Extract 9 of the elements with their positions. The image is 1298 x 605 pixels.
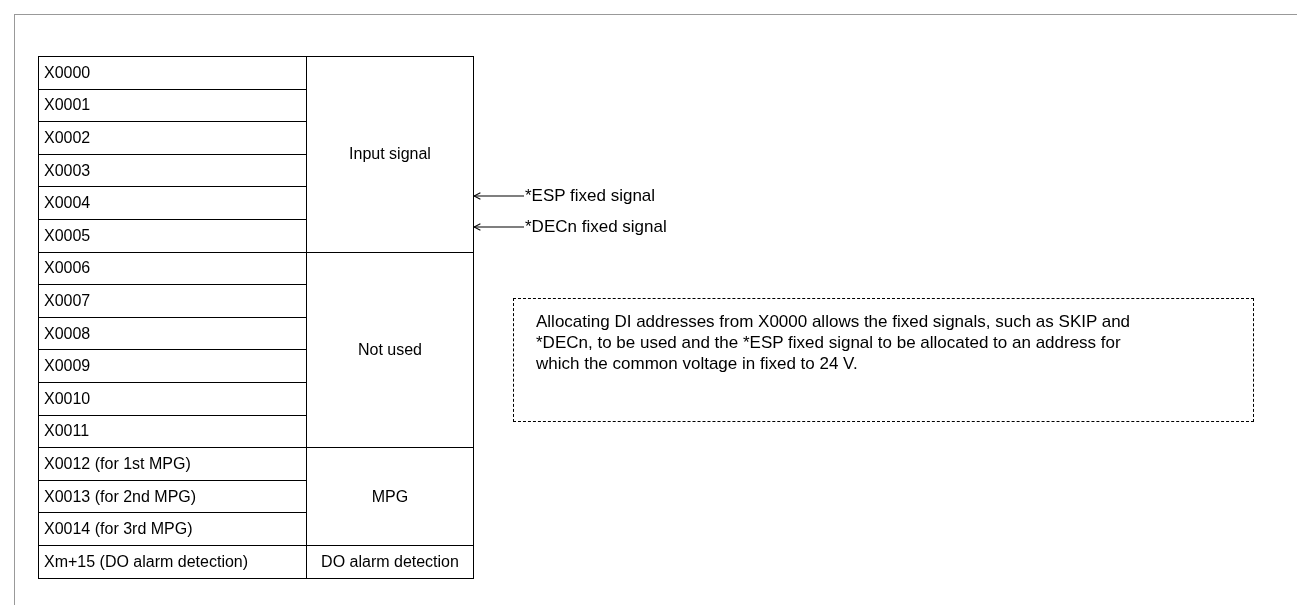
signal-label: *ESP fixed signal <box>525 186 656 206</box>
signal-group-cell: Input signal <box>306 56 474 253</box>
arrow <box>473 192 525 200</box>
note-box: Allocating DI addresses from X0000 allows the fixed signals, such as SKIP and *DECn, to be used and the *ESP fixed signal to be allocated to an address for which the common voltage in fixed to 24 V. <box>513 298 1254 422</box>
signal-label: *DECn fixed signal <box>525 217 667 237</box>
address-cell: X0000 <box>38 56 307 90</box>
address-cell: Xm+15 (DO alarm detection) <box>38 545 307 579</box>
arrow <box>473 223 525 231</box>
signal-group-cell: DO alarm detection <box>306 545 474 579</box>
